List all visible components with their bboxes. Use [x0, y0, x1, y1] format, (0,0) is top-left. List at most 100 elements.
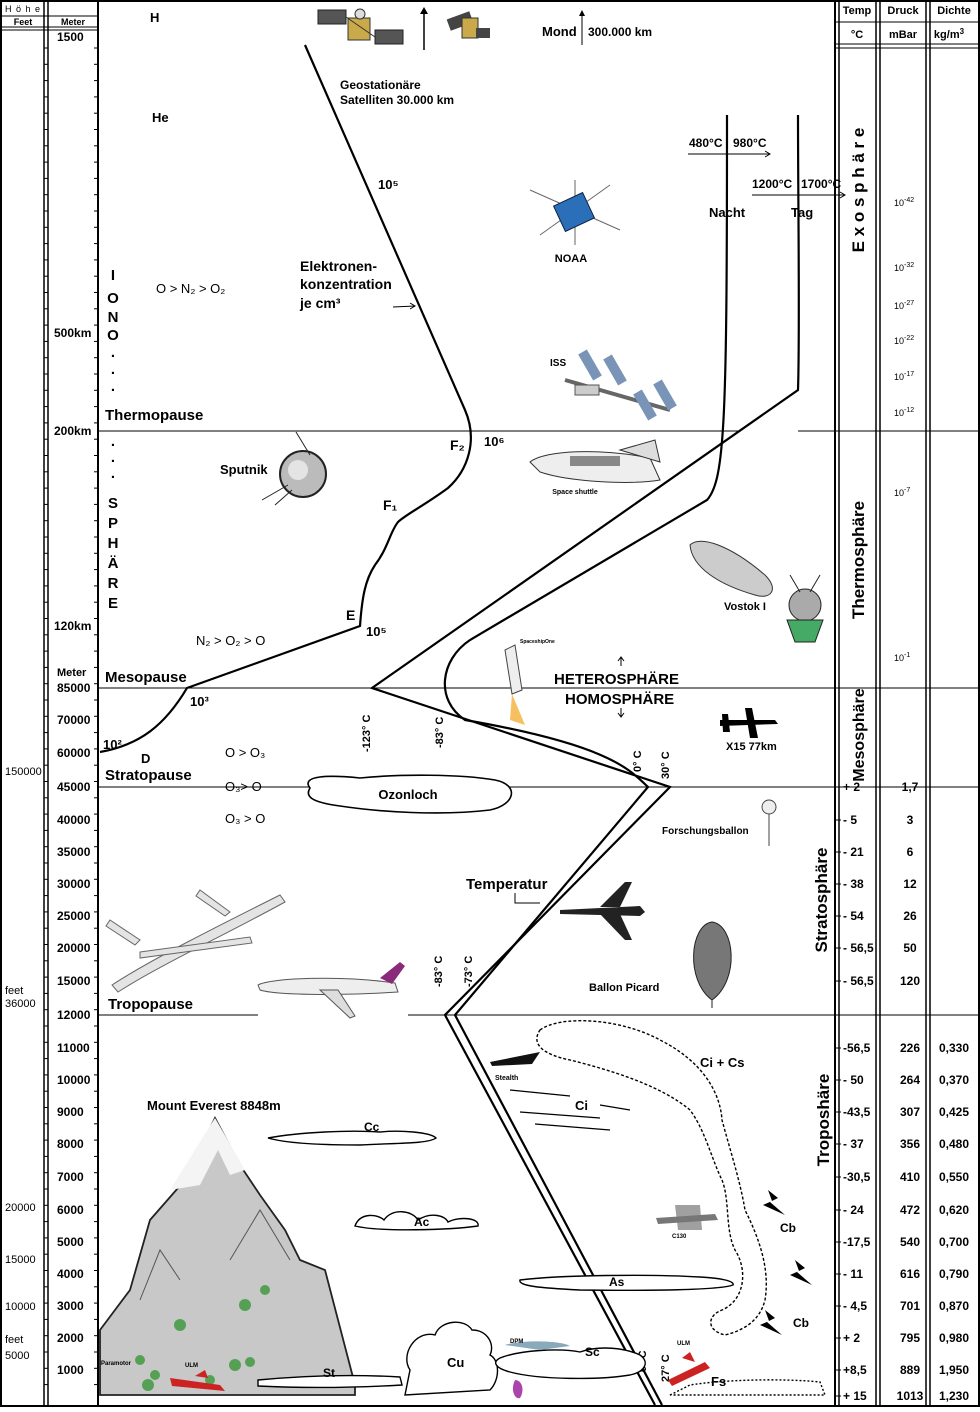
header-hoehe: H ö h e: [5, 4, 41, 14]
label-nacht: Nacht: [709, 205, 746, 220]
cell-dichte: 0,370: [939, 1073, 969, 1087]
cell-druck: 3: [907, 813, 914, 827]
label-geo-1: Geostationäre: [340, 78, 421, 92]
iono-letter: R: [108, 575, 119, 592]
temp-1200: 1200°C: [752, 177, 792, 191]
iono-letter: .: [111, 361, 115, 378]
meter-label: 4000: [57, 1267, 84, 1281]
fighter-jet-icon: [560, 882, 645, 940]
lightning-icons: [760, 1190, 812, 1335]
feet-label: 150000: [5, 766, 42, 778]
temp-480: 480°C: [689, 136, 723, 150]
cloud-label-cu: Cu: [447, 1355, 464, 1370]
meter-label: 85000: [57, 681, 91, 695]
label-mond-distance: 300.000 km: [588, 25, 652, 39]
feet-label: feet: [5, 1334, 23, 1346]
label-paramotor: Paramotor: [101, 1361, 132, 1367]
meter-label: 25000: [57, 909, 91, 923]
label-vostok: Vostok I: [724, 601, 766, 613]
cell-druck: 889: [900, 1363, 920, 1377]
feet-label: 5000: [5, 1350, 29, 1362]
meter-label: 1500: [57, 30, 84, 44]
forschungsballon-icon: [761, 799, 777, 846]
meter-label: 45000: [57, 780, 91, 794]
meter-label: 12000: [57, 1008, 91, 1022]
iono-letter: N: [108, 309, 119, 326]
electron-10e5: 10⁵: [366, 624, 387, 639]
cloud-label-st: St: [323, 1366, 335, 1380]
cell-temp: - 11: [843, 1267, 863, 1281]
feet-label: 36000: [5, 998, 36, 1010]
label-ozonloch: Ozonloch: [378, 787, 437, 802]
dpm-glider-icon: [505, 1341, 570, 1399]
label-heterosphaere: HETEROSPHÄRE: [554, 671, 679, 688]
white-knight-icon: [105, 889, 286, 993]
meter-label: 15000: [57, 974, 91, 988]
label-d: D: [141, 751, 150, 766]
cell-dichte: 0,620: [939, 1203, 969, 1217]
pressure-label: 10-42: [894, 197, 914, 208]
cloud-label-sc: Sc: [585, 1345, 600, 1359]
label-c130: C130: [672, 1234, 687, 1240]
cell-temp: - 56,5: [843, 974, 874, 988]
label-iss: ISS: [550, 358, 566, 369]
cell-temp: + 2: [843, 780, 860, 794]
cloud-label-ci: Ci: [575, 1098, 588, 1113]
cell-druck: 540: [900, 1235, 920, 1249]
cell-dichte: 1,230: [939, 1389, 969, 1403]
x15-icon: [720, 708, 778, 738]
cell-druck: 1,7: [902, 780, 919, 794]
iono-letter: H: [108, 535, 119, 552]
label-homosphaere: HOMOSPHÄRE: [565, 691, 674, 708]
cell-druck: 472: [900, 1203, 920, 1217]
layer-boundaries: [98, 430, 979, 1016]
meter-label: 6000: [57, 1203, 84, 1217]
temp-minus-83-b: -83° C: [433, 956, 445, 987]
sputnik-icon: [261, 431, 327, 506]
cell-temp: - 37: [843, 1137, 864, 1151]
label-tag: Tag: [791, 205, 813, 220]
header-temp: Temp: [843, 5, 872, 17]
meter-label: 20000: [57, 941, 91, 955]
meter-label: 500km: [54, 326, 91, 340]
pressure-label: 10-7: [894, 487, 910, 498]
meter-label: Meter: [57, 667, 87, 679]
pressure-label: 10-27: [894, 300, 914, 311]
cell-druck: 701: [900, 1299, 920, 1313]
meter-label: 200km: [54, 424, 91, 438]
iono-letter: S: [108, 495, 118, 512]
sphere-exosphaere: E x o s p h ä r e: [849, 128, 868, 253]
header-temp-unit: °C: [851, 29, 863, 41]
label-he: He: [152, 110, 169, 125]
iss-icon: [564, 349, 677, 421]
cell-druck: 12: [903, 877, 917, 891]
temp-plus-27: 27° C: [660, 1354, 672, 1382]
header-druck: Druck: [887, 5, 919, 17]
c130-icon: [656, 1205, 718, 1230]
layer-e: E: [346, 607, 355, 623]
cell-druck: 226: [900, 1041, 920, 1055]
cell-druck: 26: [903, 909, 917, 923]
cell-dichte: 1,950: [939, 1363, 969, 1377]
iono-letter: .: [111, 344, 115, 361]
space-shuttle-icon: [529, 439, 661, 483]
iono-letter: .: [111, 465, 115, 482]
header-druck-unit: mBar: [889, 29, 918, 41]
sphere-thermosphaere: Thermosphäre: [849, 501, 868, 619]
label-o3-o-1: O₃> O: [225, 779, 262, 794]
satellite-2: [446, 11, 490, 39]
ulm-left-icon: [170, 1370, 225, 1391]
mount-everest: [99, 1116, 356, 1396]
noaa-satellite-icon: [529, 180, 621, 245]
cloud-label-as: As: [609, 1275, 625, 1289]
